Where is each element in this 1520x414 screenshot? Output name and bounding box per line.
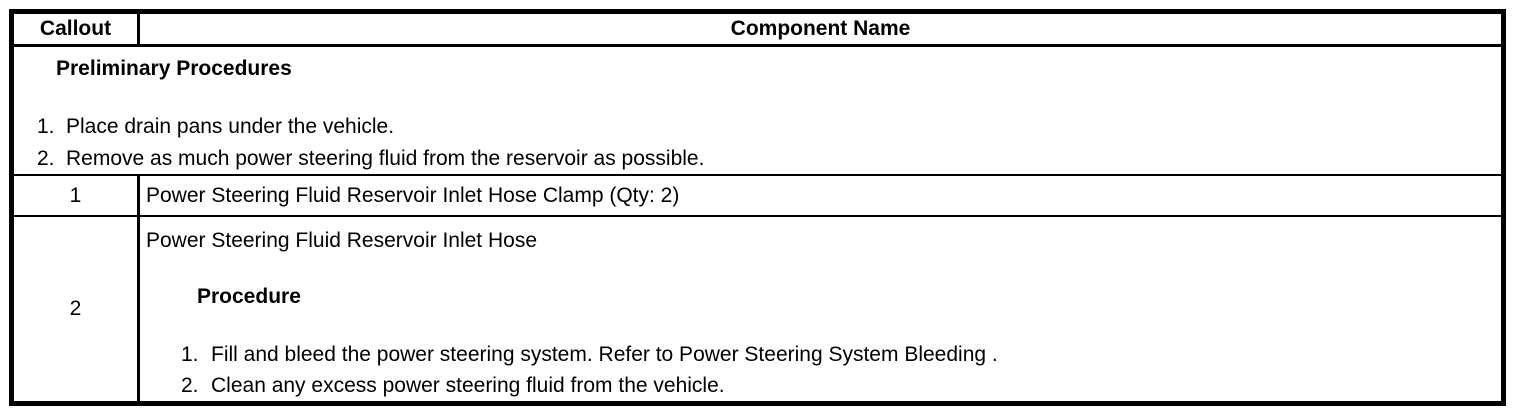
list-item-number: 1. xyxy=(37,115,55,138)
list-item-text: Remove as much power steering fluid from… xyxy=(66,147,705,170)
procedure-steps-list: 1. Fill and bleed the power steering syst… xyxy=(146,339,1501,401)
preliminary-procedures-row: Preliminary Procedures 1. Place drain pan… xyxy=(14,47,1501,176)
component-name-text: Power Steering Fluid Reservoir Inlet Hos… xyxy=(146,183,680,207)
component-detail-cell: Power Steering Fluid Reservoir Inlet Hos… xyxy=(140,217,1501,401)
header-component-name: Component Name xyxy=(730,17,911,40)
list-item-number: 2. xyxy=(181,374,199,397)
list-item-number: 2. xyxy=(37,147,55,170)
table-row-callout-2: 2 Power Steering Fluid Reservoir Inlet H… xyxy=(14,217,1501,401)
header-callout: Callout xyxy=(14,14,140,44)
list-item-number: 1. xyxy=(181,343,199,366)
preliminary-procedures-title: Preliminary Procedures xyxy=(56,57,292,80)
callout-number: 1 xyxy=(14,176,140,215)
component-table: Callout Component Name Preliminary Proce… xyxy=(9,9,1506,406)
component-name-text: Power Steering Fluid Reservoir Inlet Hos… xyxy=(146,229,538,252)
preliminary-step-2: 2. Remove as much power steering fluid fr… xyxy=(14,143,1501,175)
preliminary-steps-list: 1. Place drain pans under the vehicle. 2.… xyxy=(14,111,1501,175)
list-item-text: Clean any excess power steering fluid fr… xyxy=(211,374,725,397)
list-item-text: Fill and bleed the power steering system… xyxy=(211,343,998,366)
list-item-text: Place drain pans under the vehicle. xyxy=(66,115,395,138)
procedure-step-2: 2. Clean any excess power steering fluid … xyxy=(146,370,1501,401)
preliminary-step-1: 1. Place drain pans under the vehicle. xyxy=(14,111,1501,143)
table-row-callout-1: 1 Power Steering Fluid Reservoir Inlet H… xyxy=(14,176,1501,217)
procedure-title: Procedure xyxy=(197,285,301,308)
procedure-step-1: 1. Fill and bleed the power steering syst… xyxy=(146,339,1501,370)
table-header-row: Callout Component Name xyxy=(14,14,1501,47)
callout-number: 2 xyxy=(14,217,140,401)
